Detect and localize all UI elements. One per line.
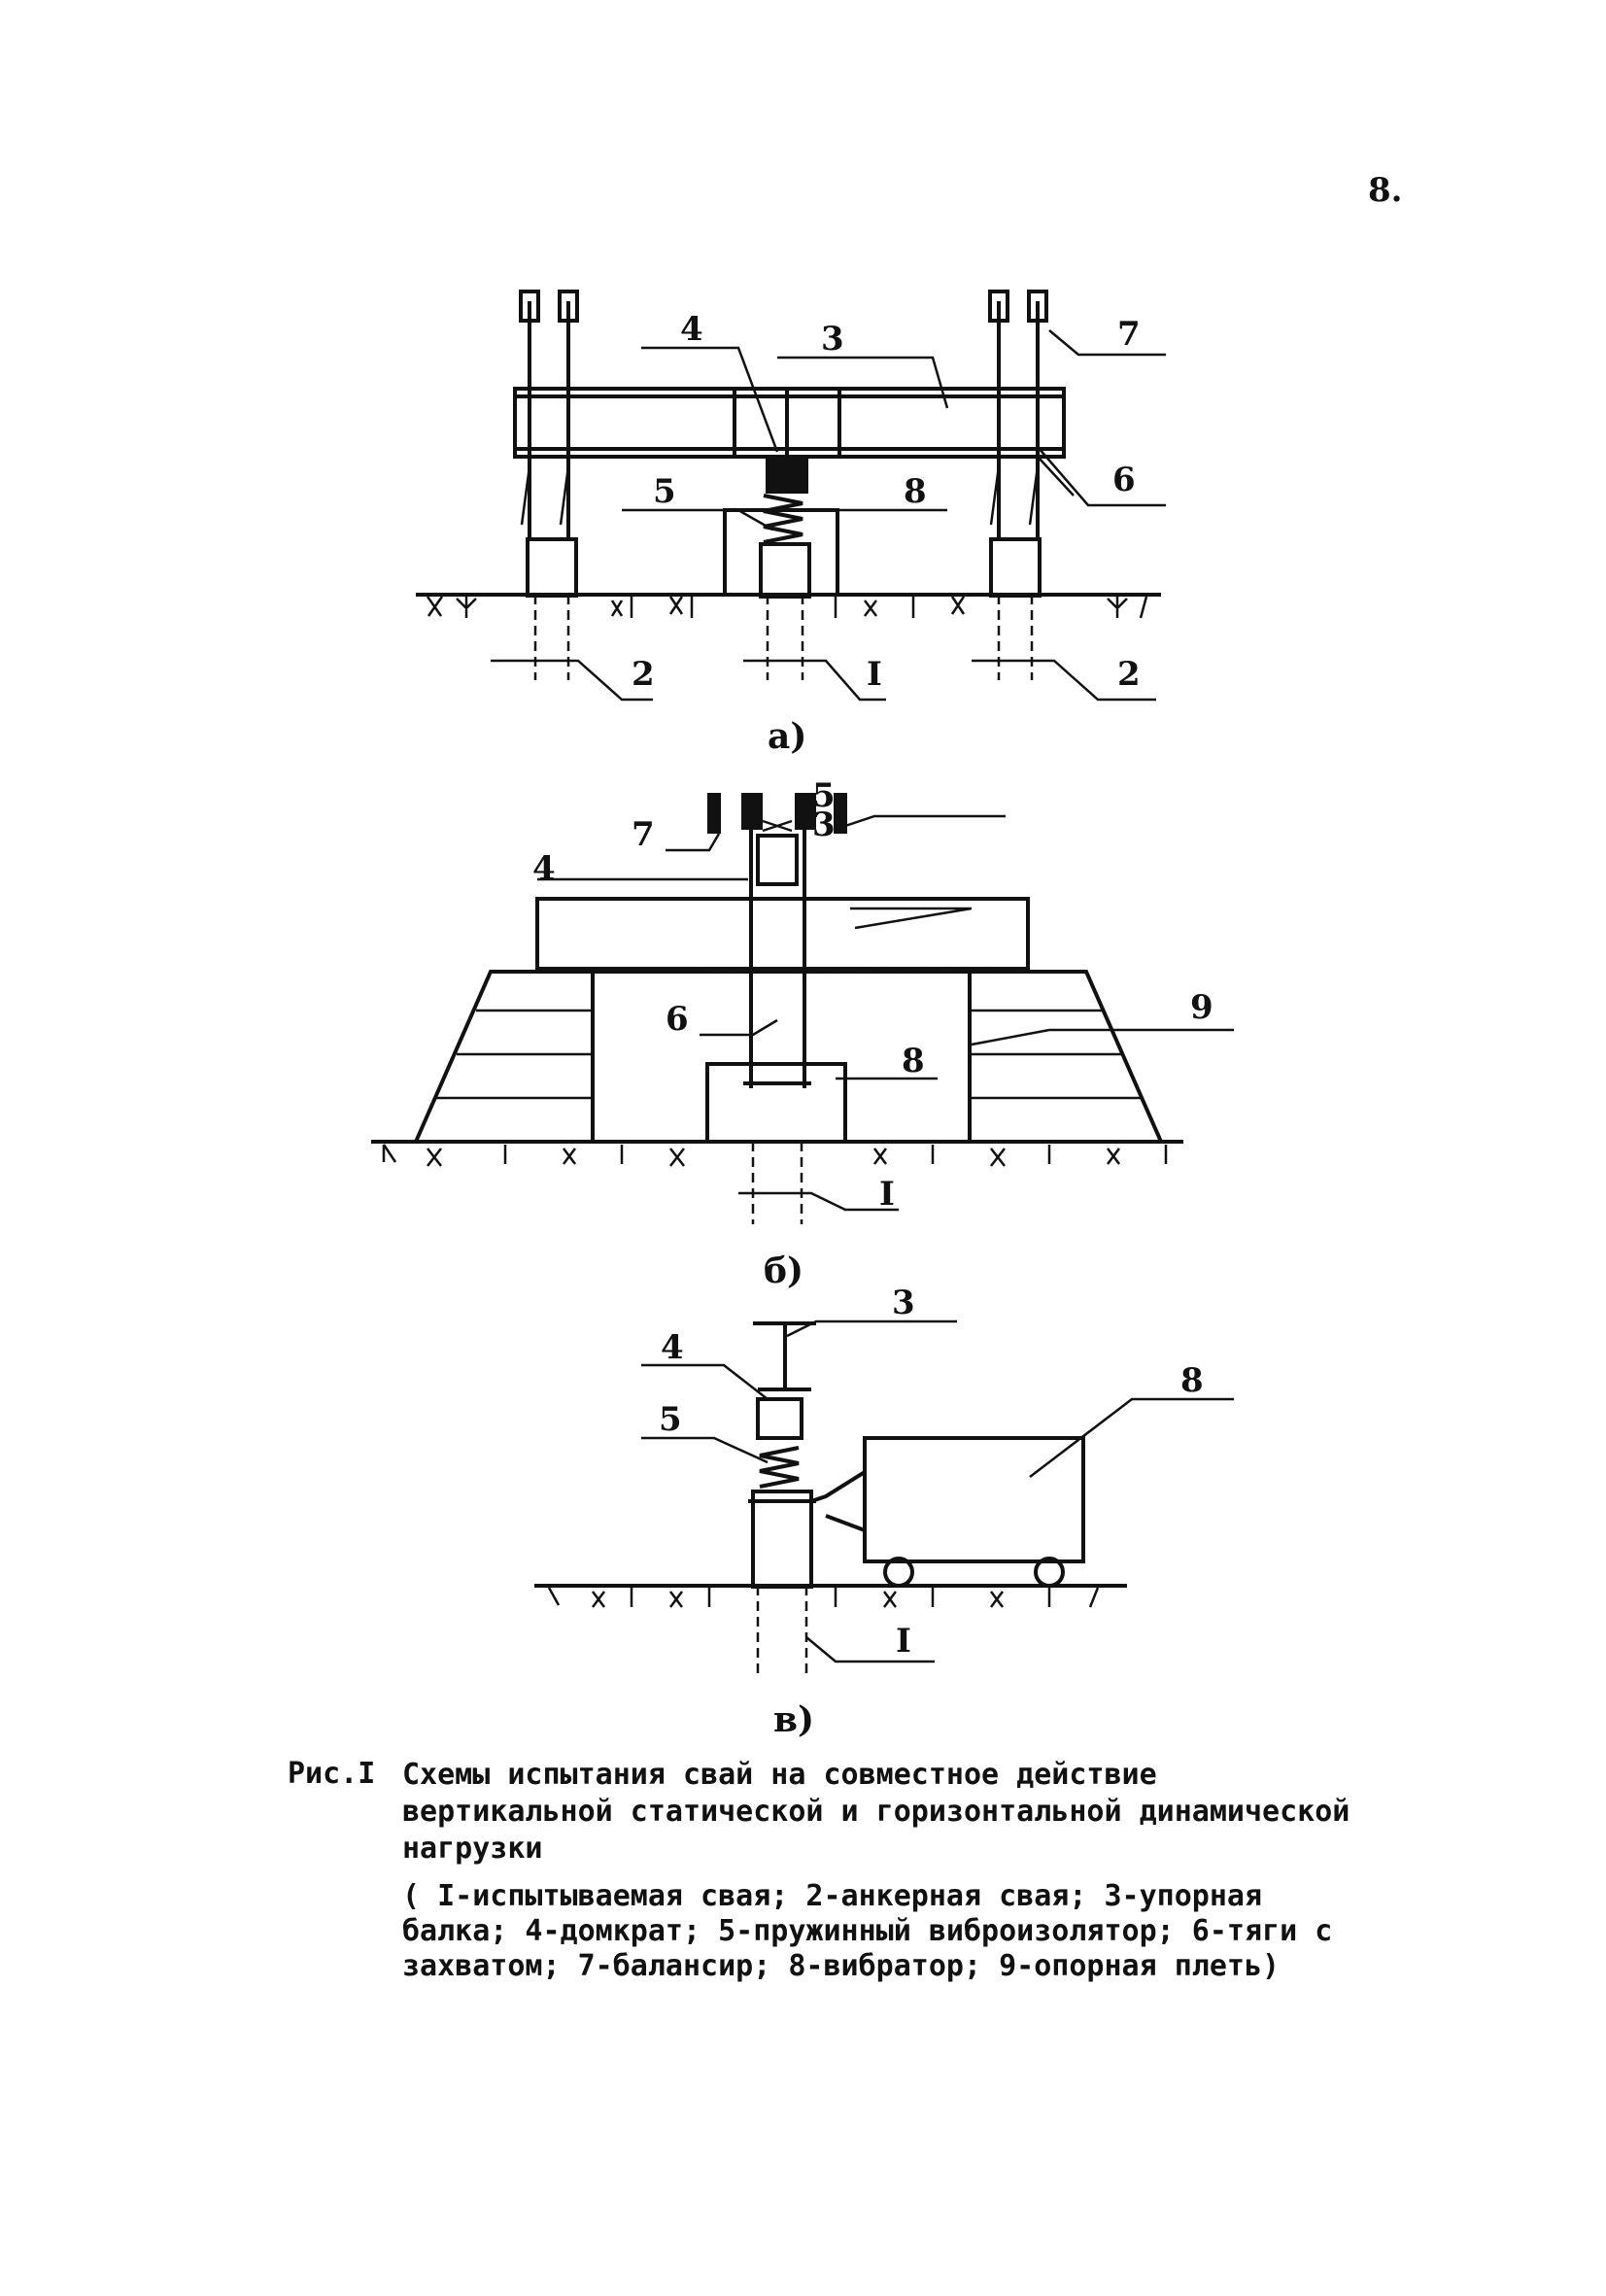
- diagram-b: 7 5 4 3 9 6 8 I б): [371, 776, 1234, 1291]
- ground-hatch-v: [547, 1587, 1100, 1608]
- label-a-2-left: 2: [632, 655, 655, 694]
- jack-a: [766, 457, 808, 494]
- label-b-3: 3: [812, 805, 836, 844]
- figure-title: Схемы испытания свай на совместное дейст…: [402, 1758, 1350, 1866]
- figure-caption: Рис.I Схемы испытания свай на совместное…: [288, 1757, 1405, 1984]
- anchor-pile-right-cap: [989, 537, 1042, 598]
- label-b-9: 9: [1190, 988, 1213, 1027]
- label-v-5: 5: [659, 1400, 682, 1439]
- sublabel-b: б): [764, 1251, 803, 1291]
- spring-v: [759, 1446, 800, 1489]
- label-v-4: 4: [661, 1328, 684, 1367]
- label-b-5: 5: [812, 776, 836, 815]
- jack-v: [756, 1397, 803, 1440]
- vibrator-housing-a: [723, 508, 839, 595]
- ground-hatch-b: [382, 1144, 1168, 1167]
- jack-b: [756, 834, 799, 886]
- vibrator-cart-v: [863, 1436, 1085, 1563]
- label-a-3: 3: [821, 320, 844, 359]
- label-b-4: 4: [532, 849, 556, 888]
- ground-hatch-a: [426, 596, 1148, 619]
- label-a-1: I: [867, 655, 882, 694]
- label-b-1: I: [879, 1175, 895, 1214]
- label-a-6: 6: [1112, 461, 1136, 499]
- reaction-beam-v: [753, 1321, 816, 1391]
- test-pile-v: [751, 1490, 813, 1589]
- vibrator-housing-b: [705, 1062, 847, 1142]
- tie-rods-right-a: [988, 290, 1048, 539]
- anchor-pile-left-cap: [526, 537, 578, 598]
- label-a-4: 4: [680, 310, 703, 349]
- diagram-a: 4 3 7 6 5 8 2 I 2 а): [416, 290, 1166, 757]
- label-v-1: I: [896, 1622, 911, 1661]
- label-v-3: 3: [892, 1284, 915, 1322]
- label-b-7: 7: [632, 815, 655, 854]
- support-beam-a: [513, 387, 1066, 459]
- page-number: 8.: [1368, 171, 1403, 210]
- tie-rods-b: [741, 793, 816, 1088]
- figure-legend: ( I-испытываемая свая; 2-анкерная свая; …: [402, 1879, 1333, 1983]
- sublabel-a: а): [768, 716, 806, 757]
- label-a-5: 5: [653, 472, 676, 511]
- sublabel-v: в): [773, 1699, 814, 1739]
- diagram-v: 3 4 5 8 I в): [534, 1284, 1234, 1739]
- label-a-7: 7: [1117, 315, 1141, 354]
- label-v-8: 8: [1180, 1361, 1204, 1400]
- spring-a: [763, 494, 803, 544]
- test-pile-cap-a: [759, 542, 811, 599]
- support-rib-left: [412, 970, 595, 1144]
- pile-test-diagrams: 4 3 7 6 5 8 2 I 2 а): [371, 290, 1234, 1739]
- label-a-8: 8: [904, 472, 927, 511]
- label-a-2-right: 2: [1117, 655, 1141, 694]
- tie-rods-left-a: [519, 290, 579, 539]
- label-b-8: 8: [902, 1042, 925, 1080]
- figure-label: Рис.I: [288, 1757, 376, 1791]
- label-b-6: 6: [666, 1000, 689, 1039]
- support-rib-right: [968, 970, 1165, 1144]
